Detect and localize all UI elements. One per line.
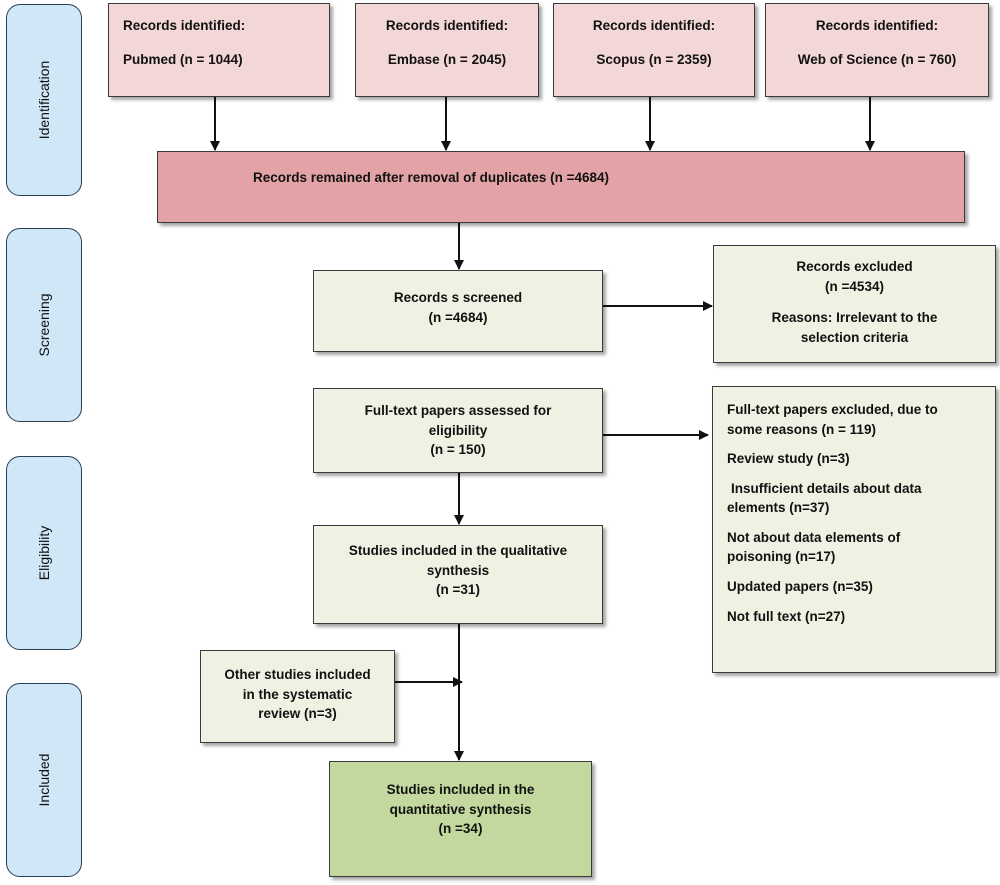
source-box-pubmed: Records identified: Pubmed (n = 1044) — [108, 3, 330, 97]
source-detail: Embase (n = 2045) — [387, 51, 507, 67]
qualitative-line3: (n =31) — [436, 582, 480, 598]
duplicates-box: Records remained after removal of duplic… — [157, 151, 965, 223]
fulltext-excluded-box: Full-text papers excluded, due to some r… — [712, 386, 996, 673]
duplicates-text: Records remained after removal of duplic… — [253, 170, 610, 185]
excluded-line2: (n =4534) — [825, 278, 884, 294]
other-line1: Other studies included — [224, 667, 371, 682]
qualitative-line2: synthesis — [426, 562, 490, 578]
source-detail: Pubmed (n = 1044) — [123, 51, 243, 67]
fulltext-line2: eligibility — [428, 422, 488, 438]
source-heading: Records identified: — [123, 18, 246, 33]
excluded-reason2: selection criteria — [800, 329, 909, 345]
quantitative-line3: (n =34) — [438, 821, 483, 837]
stage-included: Included — [6, 683, 82, 877]
qualitative-line1: Studies included in the qualitative — [348, 543, 568, 558]
quantitative-box: Studies included in the quantitative syn… — [329, 761, 592, 877]
fulltext-excluded-title2: some reasons (n = 119) — [727, 421, 876, 437]
excluded-line1: Records excluded — [796, 259, 913, 274]
fulltext-excluded-title1: Full-text papers excluded, due to — [727, 402, 938, 417]
screened-line2: (n =4684) — [428, 309, 488, 325]
fulltext-line1: Full-text papers assessed for — [364, 403, 552, 418]
source-detail: Web of Science (n = 760) — [797, 51, 957, 67]
fulltext-line3: (n = 150) — [430, 442, 486, 458]
stage-screening: Screening — [6, 228, 82, 422]
screened-line1: Records s screened — [393, 290, 523, 305]
fulltext-excluded-item: Updated papers (n=35) — [727, 578, 873, 594]
qualitative-box: Studies included in the qualitative synt… — [313, 525, 603, 624]
other-line2: in the systematic — [242, 686, 353, 702]
excluded-reason1: Reasons: Irrelevant to the — [771, 310, 938, 326]
fulltext-box: Full-text papers assessed for eligibilit… — [313, 388, 603, 473]
excluded-box: Records excluded (n =4534) Reasons: Irre… — [713, 245, 996, 363]
other-line3: review (n=3) — [258, 706, 337, 722]
source-box-wos: Records identified: Web of Science (n = … — [765, 3, 989, 97]
fulltext-excluded-item: Not full text (n=27) — [727, 608, 846, 624]
screened-box: Records s screened (n =4684) — [313, 270, 603, 352]
fulltext-excluded-item: poisoning (n=17) — [727, 549, 836, 565]
source-heading: Records identified: — [592, 18, 716, 33]
source-heading: Records identified: — [815, 18, 939, 33]
fulltext-excluded-item: Review study (n=3) — [727, 451, 850, 467]
source-box-embase: Records identified: Embase (n = 2045) — [355, 3, 539, 97]
fulltext-excluded-item: elements (n=37) — [727, 500, 830, 516]
other-studies-box: Other studies included in the systematic… — [200, 650, 395, 743]
source-box-scopus: Records identified: Scopus (n = 2359) — [553, 3, 755, 97]
fulltext-excluded-item: Insufficient details about data — [731, 480, 922, 496]
stage-identification: Identification — [6, 4, 82, 196]
source-heading: Records identified: — [385, 18, 509, 33]
quantitative-line2: quantitative synthesis — [389, 801, 532, 817]
stage-eligibility: Eligibility — [6, 456, 82, 650]
quantitative-line1: Studies included in the — [386, 782, 535, 797]
source-detail: Scopus (n = 2359) — [596, 51, 712, 67]
fulltext-excluded-item: Not about data elements of — [727, 529, 901, 545]
